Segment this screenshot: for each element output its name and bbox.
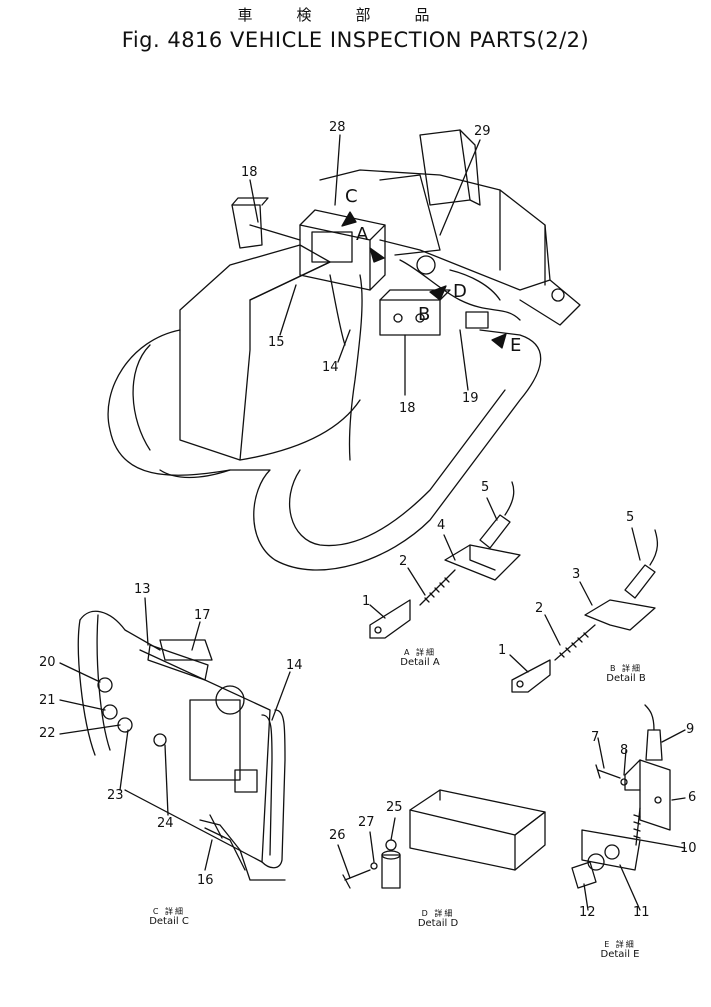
pipe-part-16 xyxy=(199,819,286,881)
detail-d-callout-26: 26 xyxy=(329,828,346,843)
detail-e-drawing xyxy=(571,704,686,911)
detail-c-drawing xyxy=(59,597,291,881)
detail-c-callout-24: 24 xyxy=(157,816,174,831)
detail-e-label-en: Detail E xyxy=(600,949,640,961)
detail-e-callout-10: 10 xyxy=(680,841,697,856)
sensor-part-5 xyxy=(479,514,511,549)
switch-part-25 xyxy=(381,854,401,889)
detail-d-label-en: Detail D xyxy=(417,918,459,930)
figure-title: Fig. 4816 VEHICLE INSPECTION PARTS(2/2) xyxy=(121,28,590,52)
detail-c-callout-21: 21 xyxy=(39,693,56,708)
arrow-c xyxy=(341,211,357,227)
detail-e-callout-12: 12 xyxy=(579,905,596,920)
spring-part-2 xyxy=(419,569,456,606)
view-letter-a: A xyxy=(356,224,369,245)
detail-e-callout-11: 11 xyxy=(633,905,650,920)
wire-harness xyxy=(348,274,363,461)
detail-a-label-en: Detail A xyxy=(400,657,440,669)
detail-a-drawing xyxy=(369,481,521,639)
detail-a-callout-4: 4 xyxy=(437,518,446,533)
detail-c-callout-17: 17 xyxy=(194,608,211,623)
detail-d-label: D 詳細 Detail D xyxy=(406,909,470,930)
detail-e-callout-9: 9 xyxy=(686,722,695,737)
detail-a-callout-2: 2 xyxy=(399,554,408,569)
detail-e-callout-7: 7 xyxy=(591,730,600,745)
upper-deck xyxy=(319,169,551,291)
panel-part-14 xyxy=(261,709,286,869)
bracket-part-1 xyxy=(369,599,411,639)
detail-c-callout-22: 22 xyxy=(39,726,56,741)
detail-a-label: A 詳細 Detail A xyxy=(388,648,452,669)
bracket-b xyxy=(379,299,441,336)
detail-c-label-jp: C 詳細 xyxy=(152,907,186,916)
detail-b-label-jp: B 詳細 xyxy=(609,664,643,673)
track-inner xyxy=(132,344,506,547)
detail-c-callout-13: 13 xyxy=(134,582,151,597)
detail-b-callout-3: 3 xyxy=(572,567,581,582)
view-letter-d: D xyxy=(453,281,467,302)
harness-frame xyxy=(77,614,111,756)
detail-a-callout-5: 5 xyxy=(481,480,490,495)
detail-c-callout-14: 14 xyxy=(286,658,303,673)
detail-d-drawing xyxy=(337,789,546,889)
detail-e-label: E 詳細 Detail E xyxy=(588,940,652,961)
bracket-part-6 xyxy=(639,759,671,831)
arrow-e xyxy=(491,333,507,349)
cylinder-part-13 xyxy=(147,644,209,681)
view-letter-c: C xyxy=(345,186,358,207)
bushing-part-12 xyxy=(571,861,597,889)
crawler-vehicle-illustration xyxy=(107,129,581,571)
detail-e-label-jp: E 詳細 xyxy=(604,940,636,949)
detail-c-callout-20: 20 xyxy=(39,655,56,670)
detail-e-callout-6: 6 xyxy=(688,790,697,805)
arrow-a xyxy=(369,247,385,263)
detail-d-callout-25: 25 xyxy=(386,800,403,815)
detail-c-callout-16: 16 xyxy=(197,873,214,888)
detail-a-callout-1: 1 xyxy=(362,594,371,609)
callout-19: 19 xyxy=(462,391,479,406)
callout-28: 28 xyxy=(329,120,346,135)
seat xyxy=(419,129,471,206)
detail-b-label: B 詳細 Detail B xyxy=(594,664,658,685)
callout-14: 14 xyxy=(322,360,339,375)
sensor-part-9 xyxy=(645,729,663,761)
detail-c-label: C 詳細 Detail C xyxy=(137,907,201,928)
detail-b-label-en: Detail B xyxy=(606,673,646,685)
bolt-part-26 xyxy=(342,869,371,889)
detail-d-callout-27: 27 xyxy=(358,815,375,830)
detail-b-callout-1: 1 xyxy=(498,643,507,658)
arrow-d xyxy=(429,285,447,301)
detail-d-label-jp: D 詳細 xyxy=(421,909,455,918)
view-letter-e: E xyxy=(510,335,522,356)
view-letter-b: B xyxy=(418,304,431,325)
detail-e-callout-8: 8 xyxy=(620,743,629,758)
detail-a-label-jp: A 詳細 xyxy=(403,648,436,657)
track-outline xyxy=(107,329,542,571)
detail-b-drawing xyxy=(509,527,659,693)
detail-b-callout-5: 5 xyxy=(626,510,635,525)
detail-b-callout-2: 2 xyxy=(535,601,544,616)
bracket-part-3 xyxy=(584,599,656,631)
box-tray xyxy=(409,789,546,871)
callout-15: 15 xyxy=(268,335,285,350)
bracket-part-11 xyxy=(581,829,641,871)
bracket-part-1b xyxy=(511,659,551,693)
callout-29: 29 xyxy=(474,124,491,139)
title-japanese: 車検部品 xyxy=(237,6,474,24)
detail-c-callout-23: 23 xyxy=(107,788,124,803)
detail-c-label-en: Detail C xyxy=(149,916,189,928)
sensor-part-5b xyxy=(624,564,656,599)
bolt-part-7 xyxy=(595,764,621,779)
plate-part-17 xyxy=(159,639,213,661)
callout-18-top: 18 xyxy=(241,165,258,180)
callout-18-bottom: 18 xyxy=(399,401,416,416)
left-bracket xyxy=(231,204,263,249)
bracket-part-4 xyxy=(444,544,521,581)
